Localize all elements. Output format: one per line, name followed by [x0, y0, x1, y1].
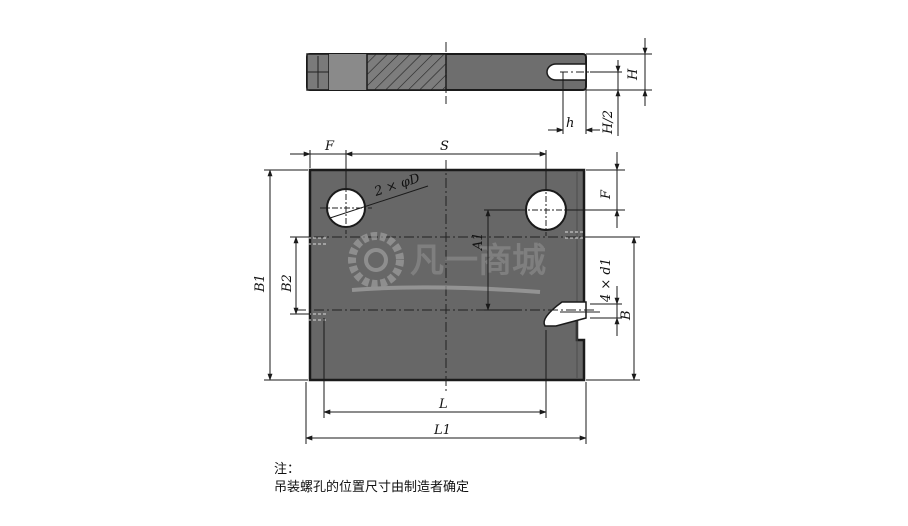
dim-H-half: H/2: [601, 110, 616, 135]
dim-B1: B1: [253, 274, 268, 293]
watermark-text: 凡一商城: [410, 241, 546, 281]
dim-L1: L1: [433, 423, 451, 438]
dim-F-top: F: [324, 139, 335, 154]
dim-L: L: [438, 397, 448, 412]
dim-A1: A1: [471, 232, 486, 251]
dim-d1: 4 × d1: [599, 258, 614, 303]
dim-F-right: F: [599, 189, 614, 200]
dim-B: B: [619, 310, 634, 321]
side-view-dimensions: H H/2 h: [548, 38, 652, 136]
dim-S: S: [440, 139, 449, 154]
side-view-hatch-overlay: [367, 54, 446, 90]
watermark: 凡一商城: [348, 232, 546, 294]
watermark-gear-icon: [348, 232, 404, 288]
top-view: [296, 160, 600, 392]
note-heading: 注：: [274, 462, 301, 477]
dim-h: h: [566, 116, 574, 131]
side-view: [306, 42, 600, 104]
side-view-light-band: [329, 54, 367, 90]
dim-B2: B2: [280, 274, 295, 293]
note-body: 吊装螺孔的位置尺寸由制造者确定: [274, 480, 470, 495]
plate-slot: [543, 301, 587, 327]
dim-H: H: [626, 68, 641, 81]
